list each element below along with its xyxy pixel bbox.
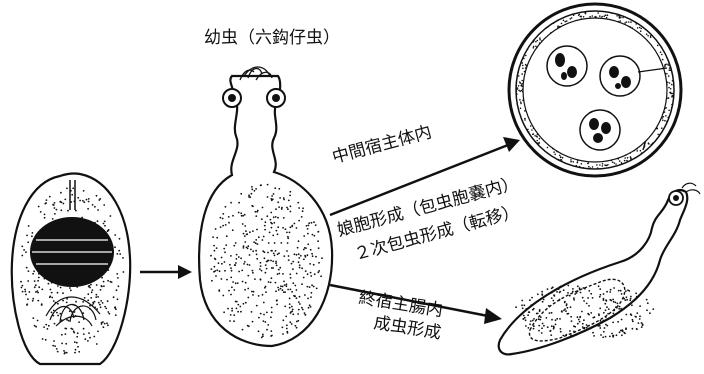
egg-illustration	[12, 174, 130, 364]
arrow-egg-to-larva	[140, 265, 192, 279]
larva-illustration	[199, 67, 332, 346]
adult-worm-illustration	[499, 183, 700, 354]
hydatid-cyst-illustration	[509, 4, 681, 176]
larva-label: 幼虫（六鈎仔虫）	[204, 30, 340, 47]
